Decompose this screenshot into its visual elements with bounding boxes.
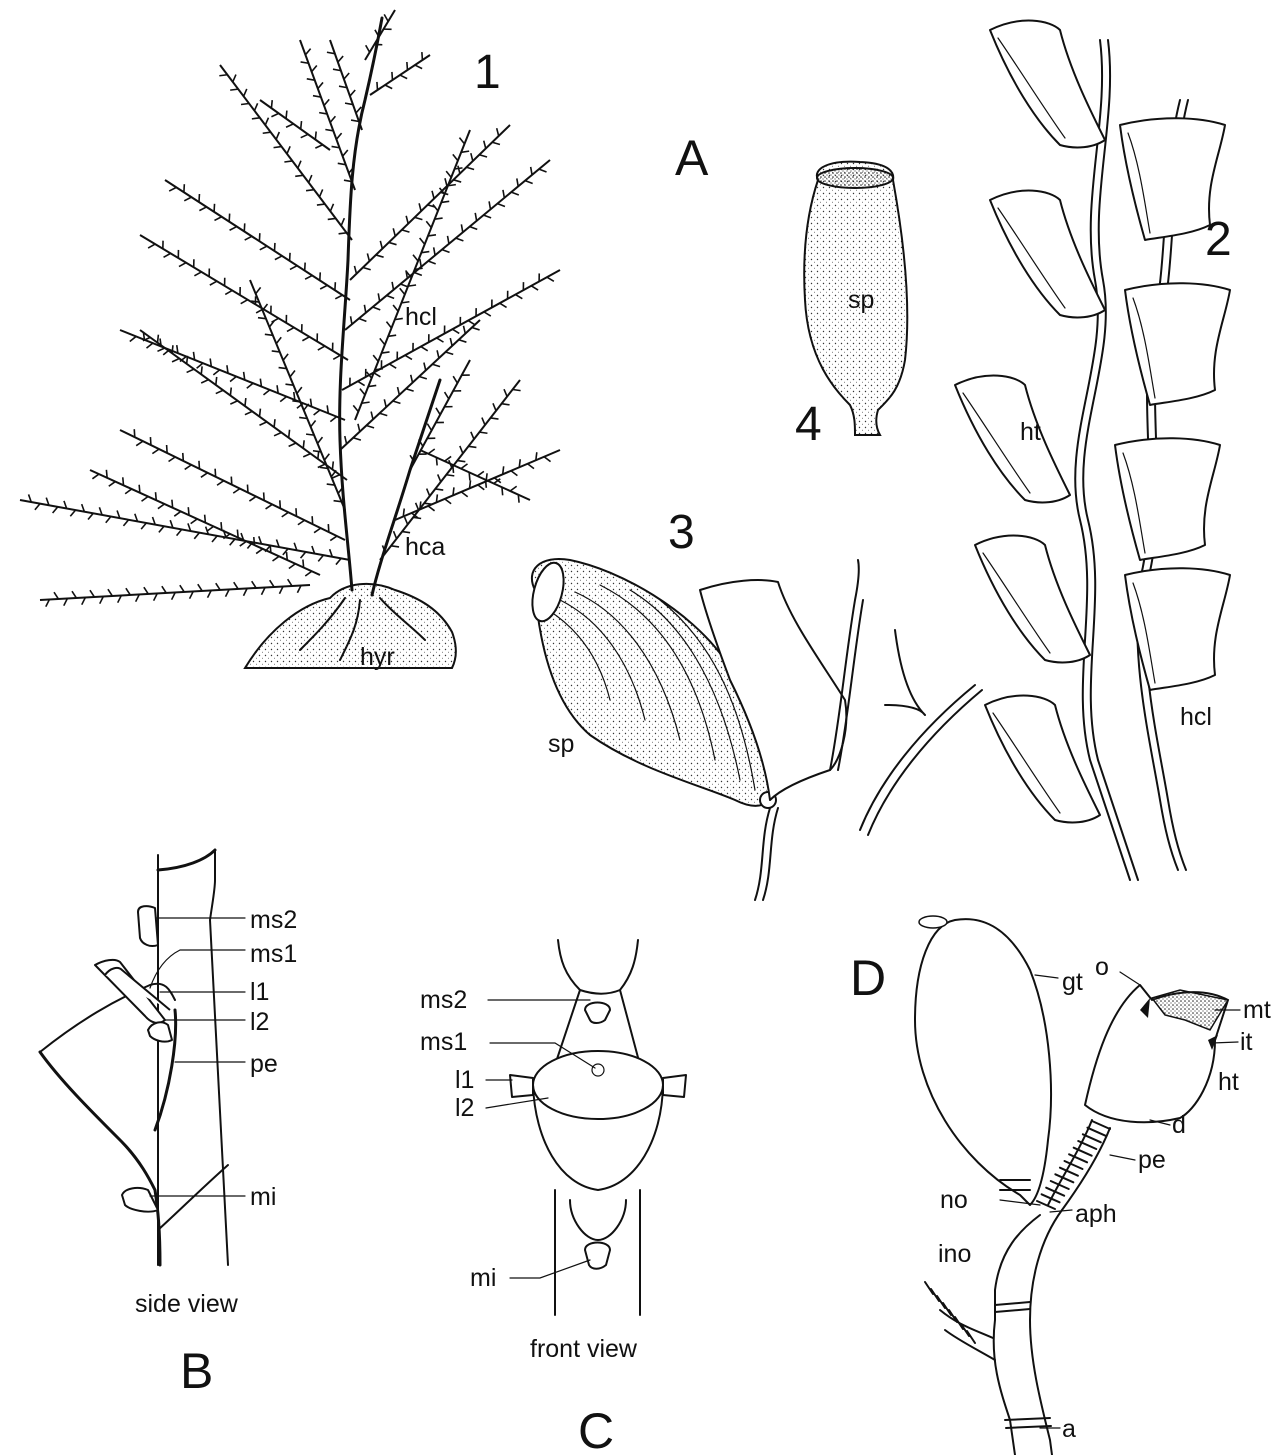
label-ht-fig2: ht (1020, 418, 1041, 446)
label-hcl-fig1: hcl (405, 303, 437, 331)
label-ms2-front: ms2 (420, 986, 467, 1014)
panel-label-b: B (180, 1343, 213, 1399)
front-view-drawing (486, 940, 686, 1315)
label-no: no (940, 1186, 968, 1214)
label-mt: mt (1243, 996, 1271, 1024)
figure-number-3: 3 (668, 506, 695, 559)
label-ms1-side: ms1 (250, 940, 297, 968)
panel-label-a: A (675, 130, 709, 186)
gonotheca-large-drawing (527, 559, 982, 900)
label-l1-front: l1 (455, 1066, 474, 1094)
label-ms2-side: ms2 (250, 906, 297, 934)
label-ino: ino (938, 1240, 971, 1268)
label-mi-front: mi (470, 1264, 496, 1292)
figure-number-2: 2 (1205, 213, 1232, 266)
label-l2-side: l2 (250, 1008, 269, 1036)
figure-number-1: 1 (474, 46, 501, 99)
colony-branches (20, 10, 560, 607)
label-sp-fig4: sp (848, 286, 874, 314)
label-pe-d: pe (1138, 1146, 1166, 1174)
label-pe-side: pe (250, 1050, 278, 1078)
label-ms1-front: ms1 (420, 1028, 467, 1056)
label-ht-d: ht (1218, 1068, 1239, 1096)
figure-number-4: 4 (795, 398, 822, 451)
panel-label-d: D (850, 950, 886, 1006)
side-view-drawing (40, 850, 245, 1265)
label-l2-front: l2 (455, 1094, 474, 1122)
label-d: d (1172, 1111, 1186, 1139)
label-hcl-fig2: hcl (1180, 703, 1212, 731)
label-gt: gt (1062, 968, 1083, 996)
label-o: o (1095, 953, 1109, 981)
label-l1-side: l1 (250, 978, 269, 1006)
label-hyr: hyr (360, 643, 395, 671)
front-view-caption: front view (530, 1335, 638, 1363)
side-view-caption: side view (135, 1290, 239, 1318)
panel-label-c: C (578, 1403, 614, 1455)
label-mi-side: mi (250, 1183, 276, 1211)
label-a: a (1062, 1415, 1076, 1443)
label-aph: aph (1075, 1200, 1117, 1228)
label-hca: hca (405, 533, 445, 561)
label-sp-fig3: sp (548, 730, 574, 758)
label-it: it (1240, 1028, 1253, 1056)
